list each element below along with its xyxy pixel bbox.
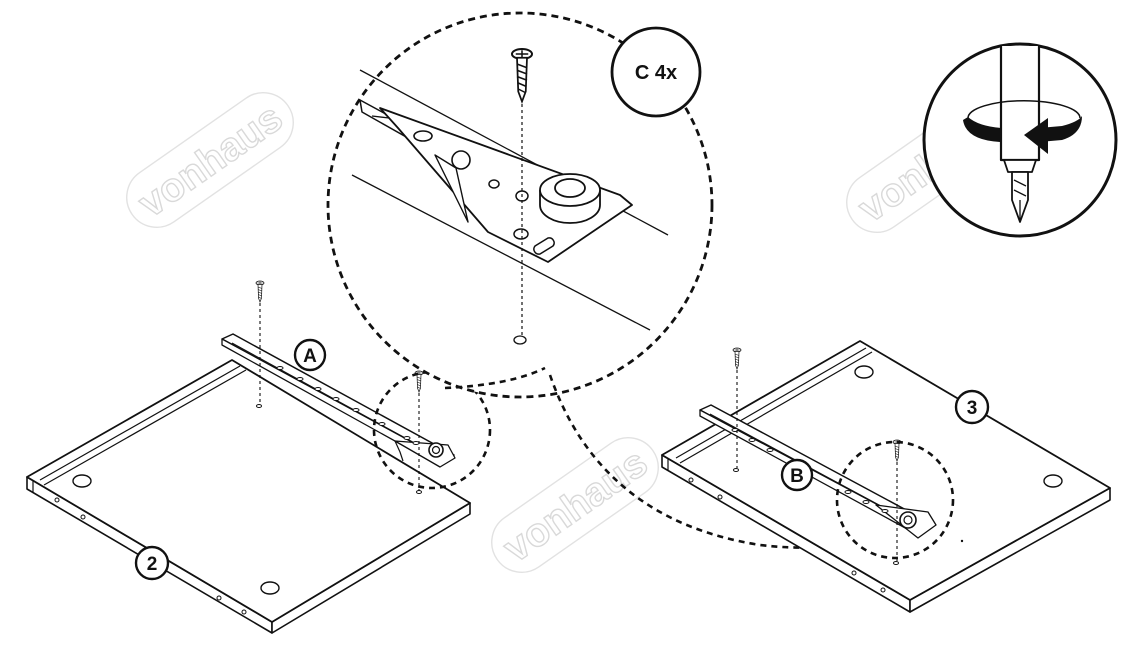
- callout-b: B: [780, 458, 814, 492]
- callout-3: 3: [954, 389, 990, 425]
- callout-a: A: [293, 338, 327, 372]
- screwdriver-icon: [922, 42, 1118, 238]
- rotate-clockwise-arrow-icon: [963, 116, 1082, 154]
- connector-line: [548, 374, 861, 549]
- panel-right: [661, 340, 1111, 613]
- magnified-detail: [326, 11, 714, 399]
- panel-left: [26, 359, 471, 634]
- detail-circle-right: [835, 440, 955, 560]
- callout-2-label: 2: [147, 554, 158, 575]
- screw-icon: [892, 439, 902, 561]
- callout-b-label: B: [790, 466, 804, 487]
- screw-icon: [732, 347, 742, 468]
- callout-a-label: A: [303, 346, 317, 367]
- callout-3-label: 3: [967, 398, 978, 419]
- watermark-text: vonhaus: [131, 96, 291, 226]
- watermark-text: vonhaus: [496, 441, 656, 571]
- connector-line: [444, 366, 546, 390]
- callout-2: 2: [134, 545, 170, 581]
- hardware-callout: C 4x: [610, 26, 702, 118]
- screw-icon: [414, 370, 424, 490]
- hardware-label: C 4x: [635, 62, 677, 84]
- screw-icon: [255, 280, 265, 404]
- rail-left: [221, 333, 456, 468]
- detail-circle-left: [372, 370, 492, 490]
